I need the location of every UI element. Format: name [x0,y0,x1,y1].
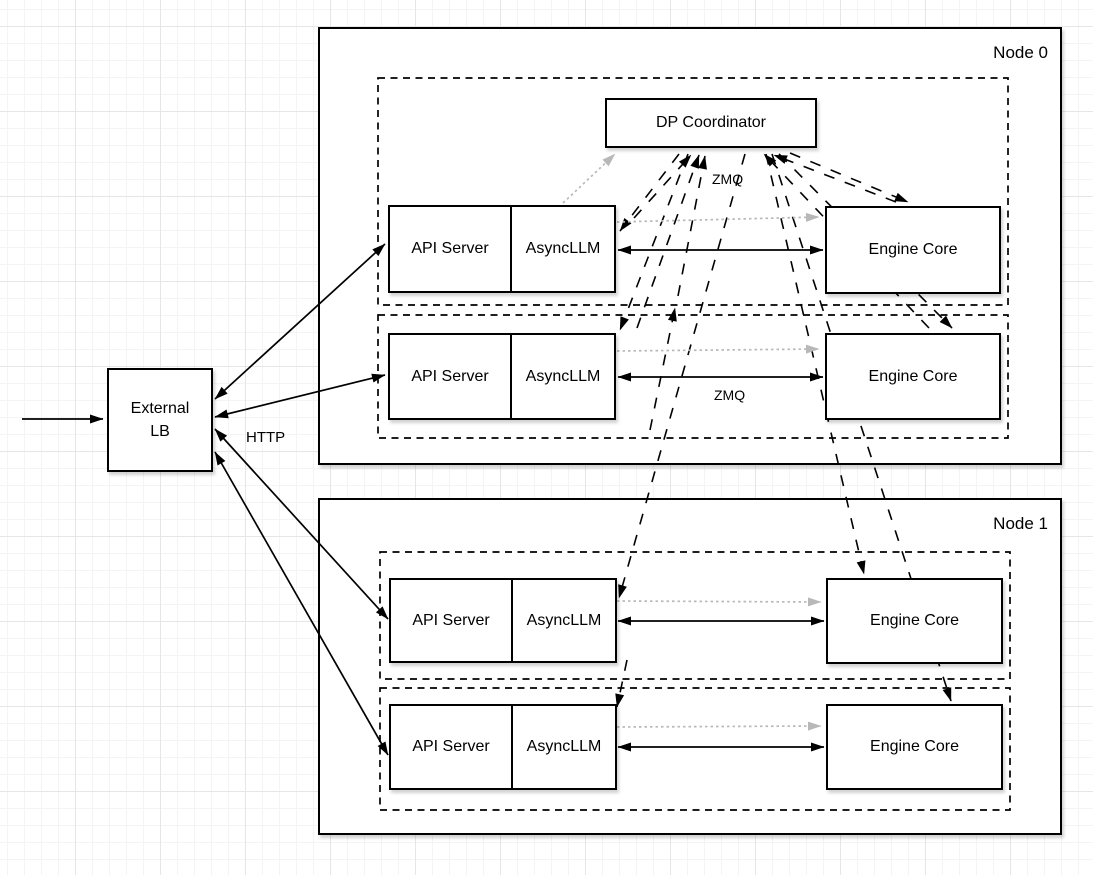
external-lb-box: External LB [107,368,213,472]
api-server-box: API Server [390,335,512,418]
zmq-arrow-dp-to-n0r1-engine [778,153,953,329]
http-label: HTTP [246,429,286,446]
zmq-arrow-dp-to-n1r0-engine [765,153,866,575]
asyncllm-box: AsyncLLM [526,611,602,629]
node1-row0-engine-core-box: Engine Core [826,578,1003,664]
node1-row1-api-llm-box: API Server AsyncLLM [389,704,617,790]
zmq-arrow-dp-to-n0r0-engine [789,152,909,203]
zmq-label-mid: ZMQ [714,387,746,403]
node0-replica0-outline [377,77,1009,306]
zmq-arrow-dp-to-n0r0-llm [619,153,680,232]
dotted-startup-arrows [562,153,822,731]
zmq-label-top: ZMQ [712,171,744,187]
node1-row0-api-llm-box: API Server AsyncLLM [389,578,617,663]
api-server-box: API Server [390,207,512,291]
dp-coordinator-box: DP Coordinator [605,98,817,148]
replica-group-outlines [377,77,1011,811]
dotted-arrow-n0r0-llm-to-dp [562,153,616,204]
node0-row1-engine-core-box: Engine Core [825,333,1001,420]
zmq-arrow-group-edge-to-dp [677,155,707,297]
zmq-arrow-n0r1-llm-to-dp [636,154,700,329]
node0-row1-api-llm-box: API Server AsyncLLM [388,333,616,420]
zmq-arrow-dp-to-n1r1-llm [615,659,628,708]
node0-row0-engine-core-box: Engine Core [825,206,1001,294]
asyncllm-box: AsyncLLM [525,240,601,257]
zmq-arrow-n0r0-llm-to-dp [633,154,692,219]
http-arrow-lb-n1r0 [214,428,389,620]
node1-label: Node 1 [993,514,1048,533]
zmq-arrow-n0r0-engine-to-dp [773,154,897,203]
api-server-box: API Server [391,706,513,788]
node0-label: Node 0 [993,43,1048,62]
engine-core-label: Engine Core [868,367,958,385]
asyncllm-box: AsyncLLM [525,367,601,385]
dp-coordinator-label: DP Coordinator [656,114,766,131]
http-arrow-lb-n0r0 [214,243,386,400]
node0-row0-api-llm-box: API Server AsyncLLM [388,205,616,293]
api-server-box: API Server [391,580,513,661]
zmq-arrow-dp-to-n1r1-engine [771,153,952,702]
http-arrow-lb-n0r1 [214,373,386,419]
dotted-arrow-n1r0-llm-to-engine [616,597,822,607]
zmq-arrow-dp-to-n1r0-llm [618,153,746,599]
dotted-arrow-n0r1-llm-to-engine [616,344,820,354]
asyncllm-box: AsyncLLM [526,738,602,755]
dotted-arrow-n0r0-llm-to-engine [616,212,820,223]
node1-row1-engine-core-box: Engine Core [826,704,1003,790]
dotted-arrow-n1r1-llm-to-engine [616,721,822,731]
external-lb-label: External LB [130,399,190,440]
http-arrow-lb-n1r1 [214,451,389,756]
zmq-arrow-dp-to-n0r1-llm [619,153,689,331]
engine-core-label: Engine Core [870,612,959,629]
engine-core-label: Engine Core [870,738,959,755]
solid-arrows [22,243,825,756]
engine-core-label: Engine Core [868,241,958,258]
